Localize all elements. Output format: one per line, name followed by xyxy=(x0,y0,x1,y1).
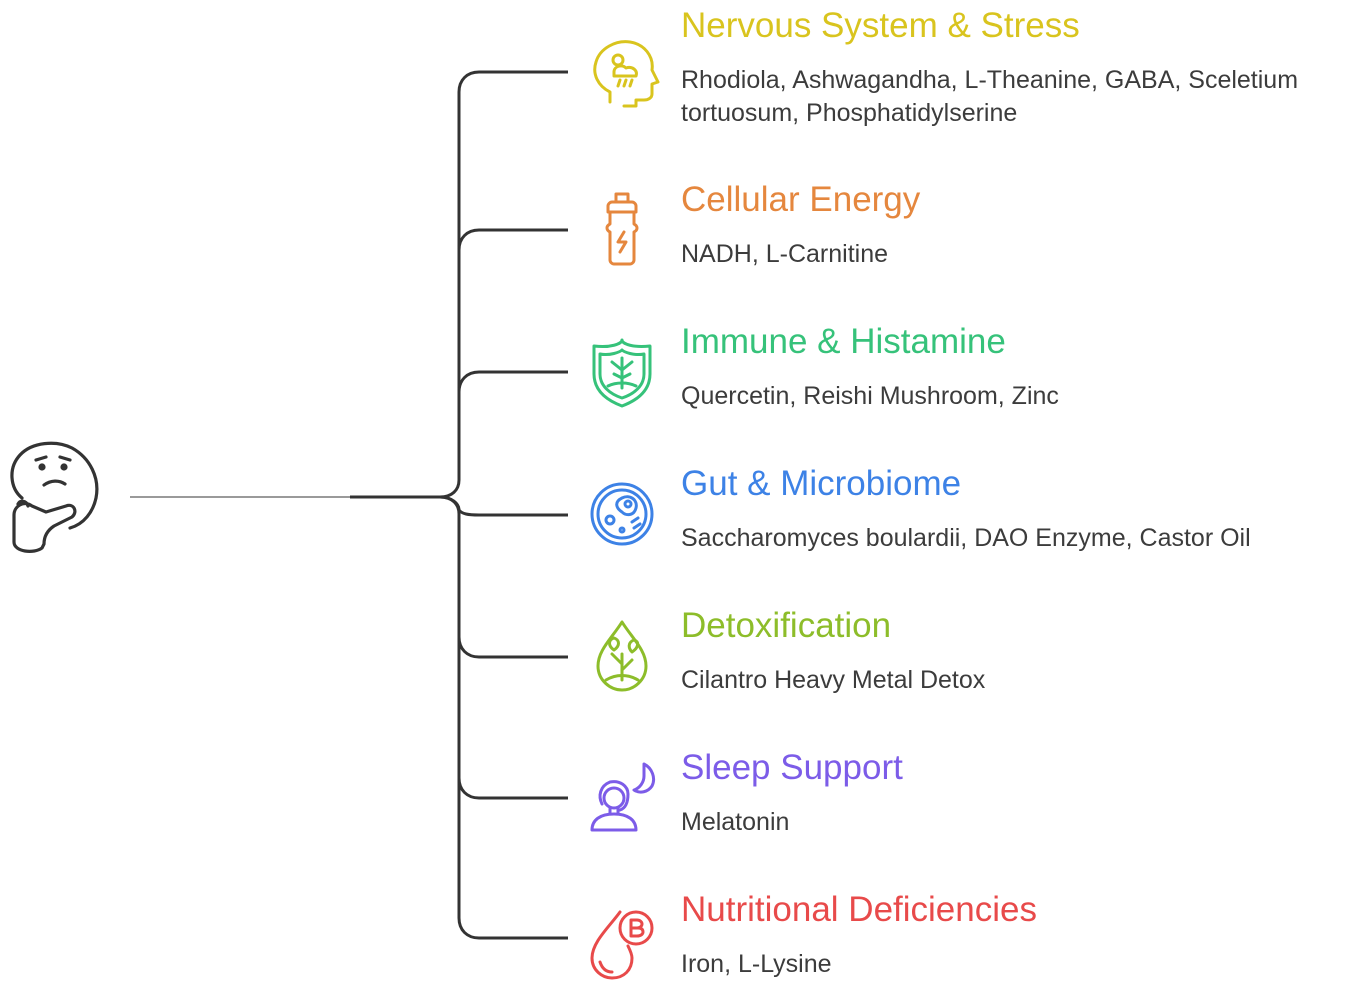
branch-title: Gut & Microbiome xyxy=(681,464,962,503)
connector-lower-trunk xyxy=(439,495,568,940)
thinking-face-icon xyxy=(10,441,99,553)
microbe-petri-dish-icon xyxy=(590,482,654,546)
head-brain-storm-icon xyxy=(593,40,660,108)
energy-drink-bottle-icon xyxy=(605,192,639,266)
branch-title: Cellular Energy xyxy=(681,180,921,219)
branch-title: Nutritional Deficiencies xyxy=(681,890,1037,929)
branch-title: Immune & Histamine xyxy=(681,322,1006,361)
connector-branch-6 xyxy=(457,777,568,800)
branch-items: Quercetin, Reishi Mushroom, Zinc xyxy=(681,382,1059,410)
person-moon-icon xyxy=(590,762,656,832)
branch-items: Cilantro Heavy Metal Detox xyxy=(681,666,986,694)
branch-title: Nervous System & Stress xyxy=(681,6,1080,45)
connector-branch-2 xyxy=(457,228,480,251)
shield-plant-icon xyxy=(592,338,652,408)
branch-items: Rhodiola, Ashwagandha, L-Theanine, GABA,… xyxy=(681,66,1299,127)
branch-items: Saccharomyces boulardii, DAO Enzyme, Cas… xyxy=(681,524,1251,552)
branch-items: Iron, L-Lysine xyxy=(681,950,832,978)
branch-items: Melatonin xyxy=(681,808,790,836)
water-drop-plant-icon xyxy=(596,620,648,692)
connector-branch-3 xyxy=(457,370,480,393)
connector-branch-1 xyxy=(439,70,568,499)
branch-title: Detoxification xyxy=(681,606,892,645)
vitamin-b-drop-icon xyxy=(590,910,654,980)
branch-items: NADH, L-Carnitine xyxy=(681,240,889,268)
branch-title: Sleep Support xyxy=(681,748,903,787)
connector-branch-5 xyxy=(457,636,568,659)
